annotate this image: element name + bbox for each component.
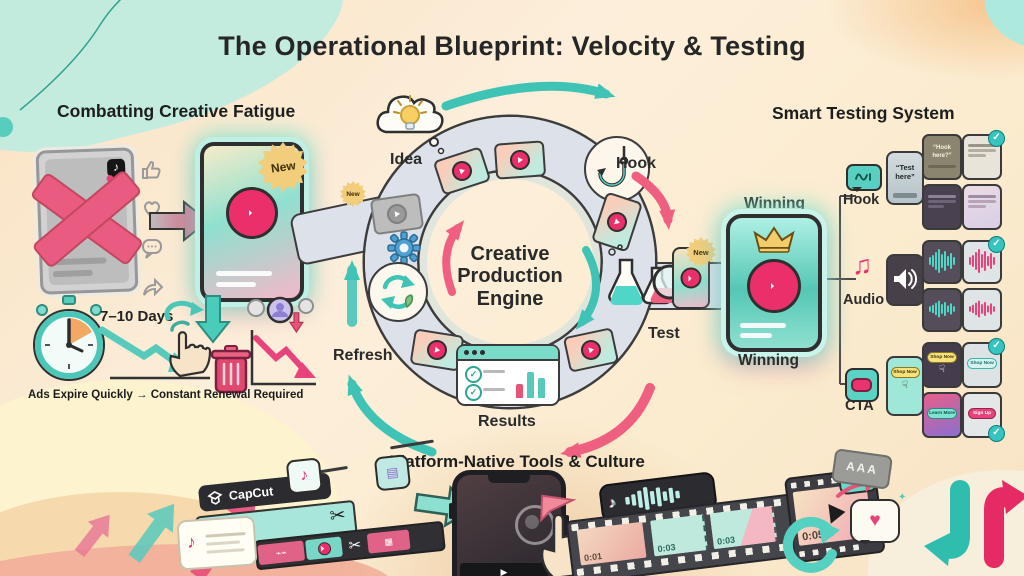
sparkle-decor: ✦	[898, 492, 907, 503]
hook-variant-card	[922, 184, 962, 230]
test-here-card: “Test here”	[886, 151, 924, 205]
speaker-icon	[894, 269, 918, 289]
node-label-results: Results	[478, 413, 536, 430]
cta-variant-card: Shop Now ☟	[922, 342, 962, 388]
node-label-hook: Hook	[616, 155, 656, 172]
check-icon: ✓	[465, 384, 482, 401]
clip-segment	[305, 536, 343, 561]
winning-label-top: Winning	[744, 195, 805, 212]
check-icon: ✓	[988, 425, 1005, 442]
speaker-card	[886, 254, 924, 306]
film-strip: 0:01 0:03 0:03 0:05 ♪	[540, 453, 886, 576]
down-arrow-icon	[194, 295, 232, 344]
hook-row-label: Hook	[843, 192, 880, 208]
tiktok-swap-logo	[924, 480, 1024, 568]
heart-icon	[143, 201, 161, 219]
left-caption: Ads Expire Quickly → Constant Renewal Re…	[28, 389, 304, 401]
left-section-heading: Combatting Creative Fatigue	[57, 101, 296, 121]
recycle-icon	[381, 274, 415, 310]
audio-variant-card	[922, 240, 962, 284]
hook-variant-card: ✓	[962, 130, 1005, 180]
node-label-refresh: Refresh	[333, 347, 393, 364]
scissors-icon: ✂	[347, 536, 363, 555]
trash-icon	[210, 345, 252, 394]
phone-notch	[488, 473, 530, 483]
teal-line-decor	[19, 0, 122, 111]
film-badge: ▤	[373, 454, 412, 492]
node-label-idea: Idea	[390, 151, 423, 168]
crown-icon	[753, 226, 795, 253]
check-icon: ✓	[465, 366, 482, 383]
sound-card: ♪	[176, 515, 258, 571]
audio-variant-card	[922, 288, 962, 332]
audio-variant-card	[962, 288, 1002, 332]
new-creative-phone	[200, 142, 304, 302]
waveform-icon	[929, 300, 955, 318]
share-icon	[143, 277, 164, 297]
refresh-gesture-arrow	[164, 300, 204, 332]
audio-row-label: Audio	[843, 292, 885, 308]
clip-segment: ▦	[366, 529, 411, 554]
hook-variant-card	[962, 184, 1002, 230]
check-icon: ✓	[988, 236, 1005, 253]
waveform-icon	[969, 300, 995, 318]
thumbs-up-icon	[142, 160, 161, 179]
scissors-icon: ✂	[328, 504, 347, 528]
idea-lightbulb-icon	[376, 95, 445, 155]
waveform-icon	[969, 249, 995, 273]
check-icon: ✓	[988, 338, 1005, 355]
film-frame: 0:03	[650, 514, 709, 557]
play-icon	[747, 258, 801, 313]
check-icon: ✓	[988, 130, 1005, 147]
music-note-icon: ♪	[186, 531, 197, 553]
music-note-badge: ♪	[285, 457, 324, 495]
bar-chart-icon	[516, 384, 523, 398]
engagement-icons	[140, 158, 164, 299]
recycle-node-circle	[368, 262, 428, 322]
cta-variants-grid: Shop Now ☟ ✓ Shop Now Learn More ✓ Sign …	[922, 338, 1005, 442]
clip-segment: ⌁⌁	[257, 540, 306, 566]
audio-variant-card: ✓	[962, 236, 1005, 284]
hook-bubble-icon	[846, 164, 882, 192]
stopwatch-icon	[33, 295, 105, 381]
hook-variants-grid: “Hook here?” ✓	[922, 130, 1005, 230]
cta-variant-card: Learn More	[922, 392, 962, 438]
cta-row-label: CTA	[845, 398, 874, 414]
bottom-section-heading: Platform-Native Tools & Culture	[389, 452, 645, 471]
cta-phone-card: Shop Now ☟	[886, 356, 924, 416]
heart-bubble-icon: ♥	[850, 499, 900, 545]
results-dashboard-card: ✓ ✓	[456, 344, 560, 406]
waveform-icon	[929, 249, 955, 273]
loop-arrow-icon	[782, 516, 840, 573]
cta-variant-card: ✓ Sign Up	[962, 392, 1005, 442]
capcut-editor: CapCut ✂ ⌁⌁ ✂ ▦ ♪ ▤	[191, 454, 446, 576]
music-note-icon: ♫	[852, 250, 873, 280]
audience-decline-chart	[247, 296, 316, 386]
fish-hook-icon	[597, 146, 629, 187]
hook-variant-card: “Hook here?”	[922, 134, 962, 180]
audio-variants-grid: ✓	[922, 236, 1005, 332]
winning-label-bottom: Winning	[738, 352, 799, 369]
capcut-logo-bar: CapCut	[197, 472, 332, 513]
renewal-arrow-icon	[149, 199, 210, 243]
hand-cursor-icon	[169, 331, 212, 378]
flag-icon	[540, 494, 577, 523]
play-icon	[226, 186, 278, 239]
winning-phone	[726, 214, 822, 352]
page-title: The Operational Blueprint: Velocity & Te…	[218, 31, 806, 61]
capcut-icon	[207, 491, 223, 505]
cta-button-icon	[845, 368, 879, 402]
hook-node-circle	[584, 136, 650, 202]
record-ui-bar: ▶	[460, 563, 548, 576]
gear-icon	[387, 231, 421, 265]
cta-variant-card: ✓ Shop Now	[962, 338, 1005, 388]
teal-dot-decor	[0, 117, 13, 137]
node-label-test: Test	[648, 325, 680, 342]
duration-label: 7–10 Days	[100, 308, 174, 325]
play-icon	[680, 267, 702, 289]
right-section-heading: Smart Testing System	[772, 103, 955, 123]
comment-icon	[142, 239, 162, 259]
